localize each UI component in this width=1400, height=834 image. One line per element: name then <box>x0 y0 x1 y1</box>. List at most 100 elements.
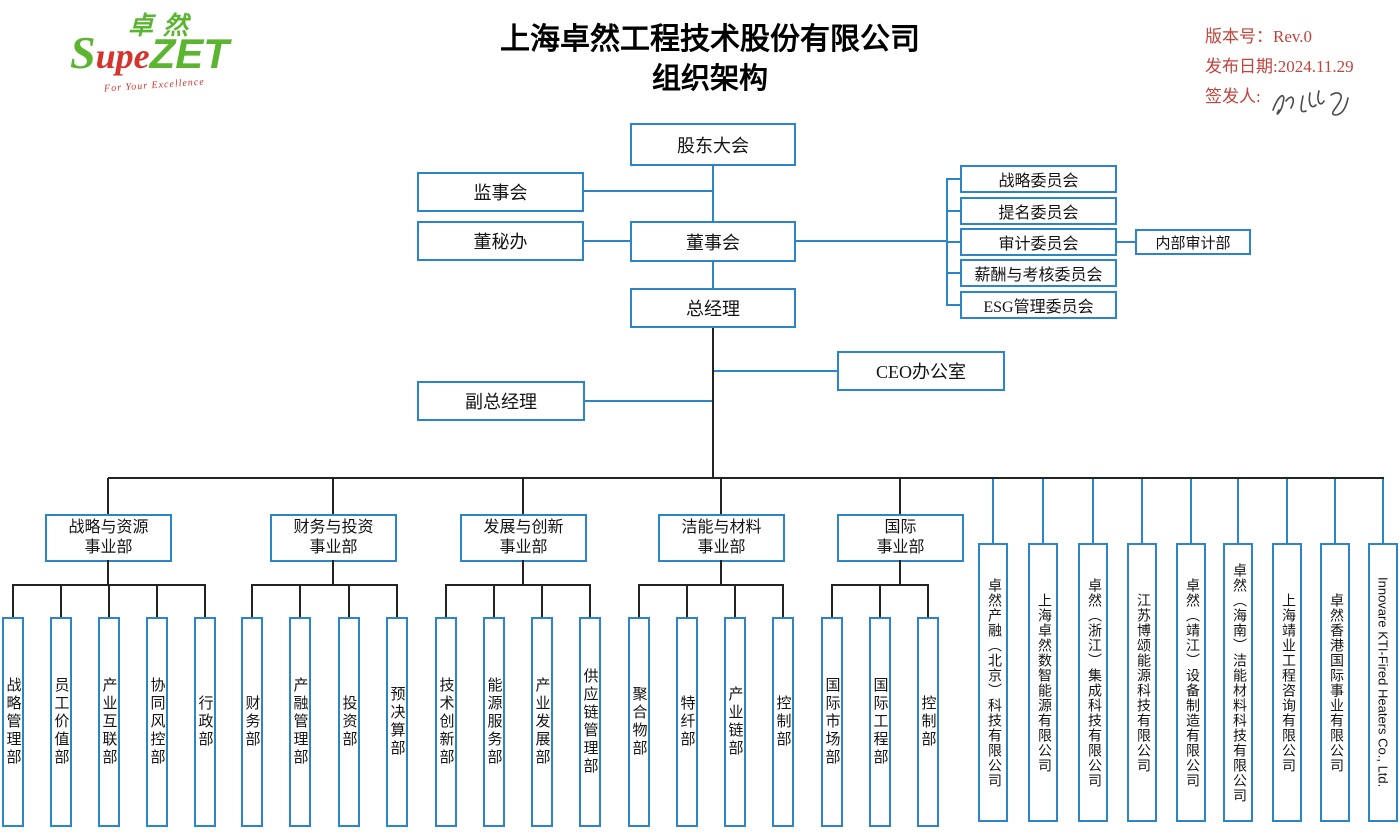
node-subsidiary-chanrong-beijing: 卓然产融（北京）科技有限公司 <box>978 543 1008 822</box>
connector-line <box>796 240 948 242</box>
connector-line <box>782 584 784 617</box>
division-label-line1: 发展与创新 <box>483 519 564 536</box>
connector-line <box>1190 478 1192 543</box>
node-board-secretary-office: 董秘办 <box>417 221 584 261</box>
node-subsidiary-jingye-consulting: 上海靖业工程咨询有限公司 <box>1272 543 1302 822</box>
connector-line <box>251 584 398 586</box>
connector-line <box>204 584 206 617</box>
connector-line <box>948 241 960 243</box>
connector-line <box>948 272 960 274</box>
connector-line <box>12 584 14 617</box>
connector-line <box>332 560 334 586</box>
page-title: 上海卓然工程技术股份有限公司 组织架构 <box>430 20 990 98</box>
node-dept-polymer: 聚合物部 <box>628 617 650 827</box>
connector-line <box>899 560 901 586</box>
connector-line <box>946 178 948 306</box>
connector-line <box>638 584 640 617</box>
connector-line <box>720 478 722 514</box>
connector-line <box>927 584 929 617</box>
node-strategy-committee: 战略委员会 <box>960 165 1117 193</box>
connector-line <box>992 478 994 543</box>
division-label-line2: 事业部 <box>309 539 358 556</box>
connector-line <box>584 240 630 242</box>
connector-line <box>879 584 881 617</box>
signature-scribble <box>1271 90 1349 116</box>
node-dept-industry-interconnect: 产业互联部 <box>98 617 120 827</box>
node-subsidiary-innovare-kti: Innovare KTI-Fired Heaters Co., Ltd. <box>1368 543 1398 822</box>
connector-line <box>1237 478 1239 543</box>
division-label-line1: 财务与投资 <box>293 519 374 536</box>
connector-line <box>108 584 110 617</box>
connector-line <box>332 478 334 514</box>
release-date-label: 发布日期:2024.11.29 <box>1205 57 1354 76</box>
node-dept-intl-engineering: 国际工程部 <box>869 617 891 827</box>
connector-line <box>493 584 495 617</box>
node-supervisory-board: 监事会 <box>417 172 584 212</box>
node-board-of-directors: 董事会 <box>630 221 796 262</box>
logo-letters-zet: ZET <box>149 30 229 77</box>
node-dept-strategy-mgmt: 战略管理部 <box>2 617 24 827</box>
connector-line <box>1141 478 1143 543</box>
connector-line <box>1092 478 1094 543</box>
connector-line <box>585 400 713 402</box>
logo-cn-characters: 卓然 <box>128 13 199 40</box>
node-dept-industry-development: 产业发展部 <box>531 617 553 827</box>
connector-line <box>1286 478 1288 543</box>
node-dept-investment: 投资部 <box>338 617 360 827</box>
division-label-line2: 事业部 <box>84 539 133 556</box>
version-label: 版本号：Rev.0 <box>1205 27 1313 46</box>
connector-line <box>712 262 714 288</box>
node-division-finance-investment: 财务与投资 事业部 <box>270 514 397 562</box>
connector-line <box>522 478 524 514</box>
division-label-line2: 事业部 <box>499 539 548 556</box>
logo-letters-upe: upe <box>95 36 150 76</box>
connector-line <box>156 584 158 617</box>
signer-label: 签发人: <box>1205 87 1261 106</box>
connector-line <box>60 584 62 617</box>
node-deputy-general-manager: 副总经理 <box>417 381 585 421</box>
node-dept-control-2: 控制部 <box>917 617 939 827</box>
node-division-international: 国际 事业部 <box>837 514 964 562</box>
connector-line <box>720 560 722 586</box>
connector-line <box>445 584 447 617</box>
division-label-line1: 洁能与材料 <box>681 519 762 536</box>
connector-line <box>1117 241 1135 243</box>
connector-line <box>396 584 398 617</box>
division-label-line1: 战略与资源 <box>68 519 149 536</box>
node-shareholders-meeting: 股东大会 <box>630 123 796 166</box>
node-ceo-office: CEO办公室 <box>837 351 1005 391</box>
connector-line <box>713 370 837 372</box>
node-dept-synergy-risk: 协同风控部 <box>146 617 168 827</box>
node-esg-committee: ESG管理委员会 <box>960 291 1117 319</box>
connector-line <box>1042 478 1044 543</box>
node-subsidiary-hainan-materials: 卓然（海南）洁能材料科技有限公司 <box>1223 543 1253 822</box>
connector-line <box>712 166 714 221</box>
node-division-strategy-resources: 战略与资源 事业部 <box>45 514 172 562</box>
node-dept-administration: 行政部 <box>194 617 216 827</box>
connector-line <box>348 584 350 617</box>
connector-line <box>107 478 109 514</box>
connector-line <box>522 560 524 586</box>
node-subsidiary-zhejiang-integration: 卓然（浙江）集成科技有限公司 <box>1078 543 1108 822</box>
chart-subtitle: 组织架构 <box>651 63 768 95</box>
connector-line <box>589 584 591 617</box>
connector-line <box>445 584 591 586</box>
node-dept-intl-market: 国际市场部 <box>821 617 843 827</box>
connector-line <box>107 560 109 586</box>
node-subsidiary-jingjiang-equipment: 卓然（靖江）设备制造有限公司 <box>1176 543 1206 822</box>
connector-line <box>251 584 253 617</box>
node-dept-budget: 预决算部 <box>386 617 408 827</box>
node-dept-special-fiber: 特纤部 <box>676 617 698 827</box>
node-division-cleanenergy-materials: 洁能与材料 事业部 <box>658 514 785 562</box>
node-dept-finance: 财务部 <box>241 617 263 827</box>
node-subsidiary-hongkong-intl: 卓然香港国际事业有限公司 <box>1320 543 1350 822</box>
logo-tagline: For Your Excellence <box>103 76 206 95</box>
node-audit-committee: 审计委员会 <box>960 228 1117 256</box>
document-meta: 版本号：Rev.0 发布日期:2024.11.29 签发人: <box>1205 22 1355 124</box>
connector-line <box>1382 478 1384 543</box>
node-dept-tech-innovation: 技术创新部 <box>435 617 457 827</box>
node-general-manager: 总经理 <box>630 288 796 328</box>
logo-letter-s: S <box>70 27 96 78</box>
node-internal-audit-dept: 内部审计部 <box>1135 229 1251 255</box>
